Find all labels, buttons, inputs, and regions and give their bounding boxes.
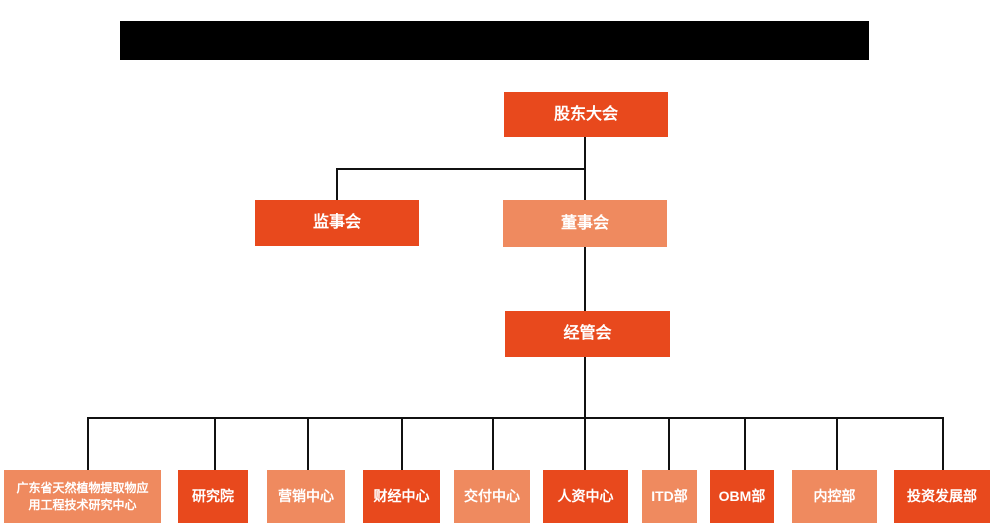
- connector-dept-drop: [744, 417, 746, 470]
- connector-dept-drop: [492, 417, 494, 470]
- connector-dept-drop: [836, 417, 838, 470]
- node-dept-marketing-center: 营销中心: [267, 470, 345, 523]
- node-dept-investment-development: 投资发展部: [894, 470, 990, 523]
- connector-dept-drop: [307, 417, 309, 470]
- node-dept-internal-control: 内控部: [792, 470, 877, 523]
- connector-dept-drop: [214, 417, 216, 470]
- connector-bottom-branch: [87, 417, 944, 419]
- connector-board-management: [584, 247, 586, 311]
- connector-dept-drop: [942, 417, 944, 470]
- node-shareholders-meeting: 股东大会: [504, 92, 668, 137]
- connector-dept-drop: [401, 417, 403, 470]
- connector-dept-drop: [87, 417, 89, 470]
- redacted-title-bar: [120, 21, 869, 60]
- node-dept-research-institute: 研究院: [178, 470, 248, 523]
- node-dept-finance-center: 财经中心: [363, 470, 440, 523]
- node-dept-itd: ITD部: [642, 470, 697, 523]
- node-management-committee: 经管会: [505, 311, 670, 357]
- node-board-of-directors: 董事会: [503, 200, 667, 247]
- connector-management-down: [584, 357, 586, 417]
- node-dept-delivery-center: 交付中心: [454, 470, 530, 523]
- connector-dept-drop: [584, 417, 586, 470]
- node-dept-research-center: 广东省天然植物提取物应用工程技术研究中心: [4, 470, 161, 523]
- node-supervisory-board: 监事会: [255, 200, 419, 246]
- connector-top-branch: [336, 168, 586, 170]
- connector-supervisory-drop: [336, 168, 338, 200]
- node-dept-obm: OBM部: [710, 470, 774, 523]
- connector-dept-drop: [668, 417, 670, 470]
- node-dept-hr-center: 人资中心: [543, 470, 628, 523]
